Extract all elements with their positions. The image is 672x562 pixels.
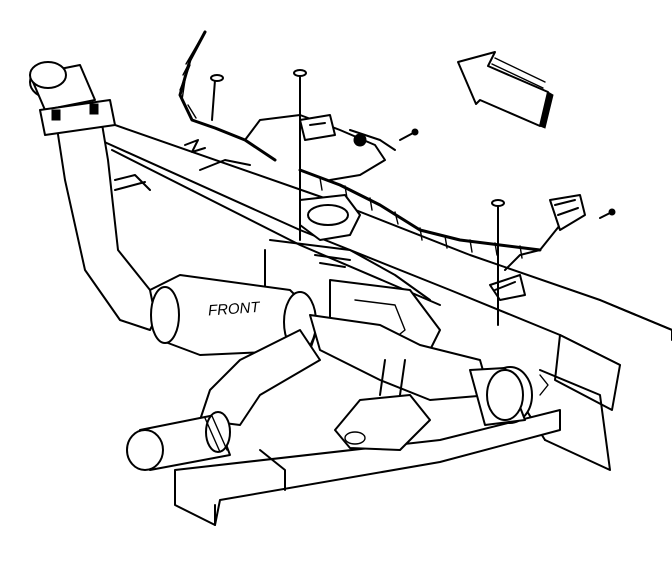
catalytic-converter: FRONT (149, 274, 321, 356)
bolt-2 (293, 69, 307, 241)
tail-pipe-tips (126, 411, 231, 471)
frame-rail (94, 117, 672, 471)
direction-arrow (457, 51, 554, 129)
clip-2 (599, 208, 616, 219)
lower-frame-rail (174, 409, 561, 526)
break-mark (184, 139, 206, 153)
exhaust-pipe-front (29, 61, 166, 331)
converter-label: FRONT (207, 299, 262, 320)
bolt-3 (491, 199, 505, 326)
wiring-harness (178, 30, 586, 259)
hanger-bracket (334, 359, 431, 451)
bolt-1 (210, 74, 224, 121)
intermediate-pipe (199, 314, 549, 426)
clip-1 (399, 128, 419, 141)
